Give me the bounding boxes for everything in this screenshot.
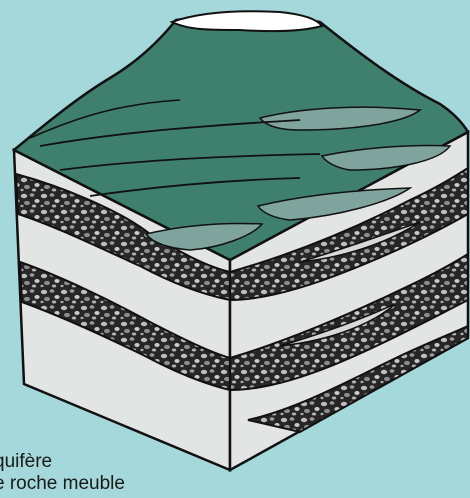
snow-cap (172, 11, 322, 31)
diagram-caption: quifère e roche meuble (0, 451, 125, 495)
caption-line-2: e roche meuble (0, 473, 125, 495)
caption-line-1: quifère (0, 451, 125, 473)
